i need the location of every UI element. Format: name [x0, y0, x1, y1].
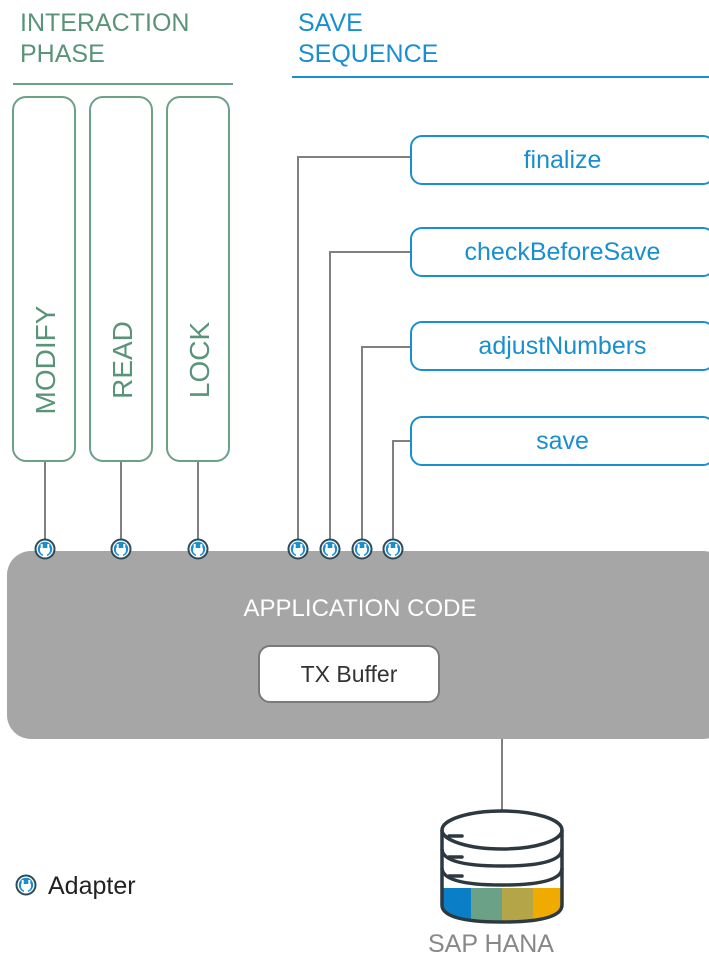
phase-box-lock: LOCK — [166, 96, 230, 462]
sequence-box-adjustnumbers: adjustNumbers — [410, 321, 709, 371]
tx-buffer-label: TX Buffer — [300, 660, 398, 687]
database-label: SAP HANA — [428, 930, 554, 958]
save-sequence-heading: SAVE SEQUENCE — [298, 9, 439, 68]
tx-buffer-box: TX Buffer — [258, 645, 440, 703]
save-connector — [392, 440, 412, 545]
adjustnumbers-connector — [361, 346, 412, 545]
save-sequence-divider — [292, 76, 709, 78]
sequence-label-adjustnumbers: adjustNumbers — [478, 331, 647, 360]
sequence-box-checkbeforesave: checkBeforeSave — [410, 227, 709, 277]
sequence-label-finalize: finalize — [523, 145, 602, 174]
sequence-label-checkbeforesave: checkBeforeSave — [464, 237, 661, 266]
interaction-phase-divider — [13, 83, 233, 85]
application-code-title: APPLICATION CODE — [243, 595, 477, 622]
phase-box-modify: MODIFY — [12, 96, 76, 462]
phase-box-read: READ — [89, 96, 153, 462]
finalize-connector — [297, 156, 412, 545]
sequence-label-save: save — [536, 426, 589, 455]
sequence-box-finalize: finalize — [410, 135, 709, 185]
sequence-box-save: save — [410, 416, 709, 466]
checkbeforesave-connector — [329, 251, 412, 545]
legend-adapter-label: Adapter — [48, 872, 136, 900]
interaction-phase-heading: INTERACTION PHASE — [20, 9, 190, 68]
